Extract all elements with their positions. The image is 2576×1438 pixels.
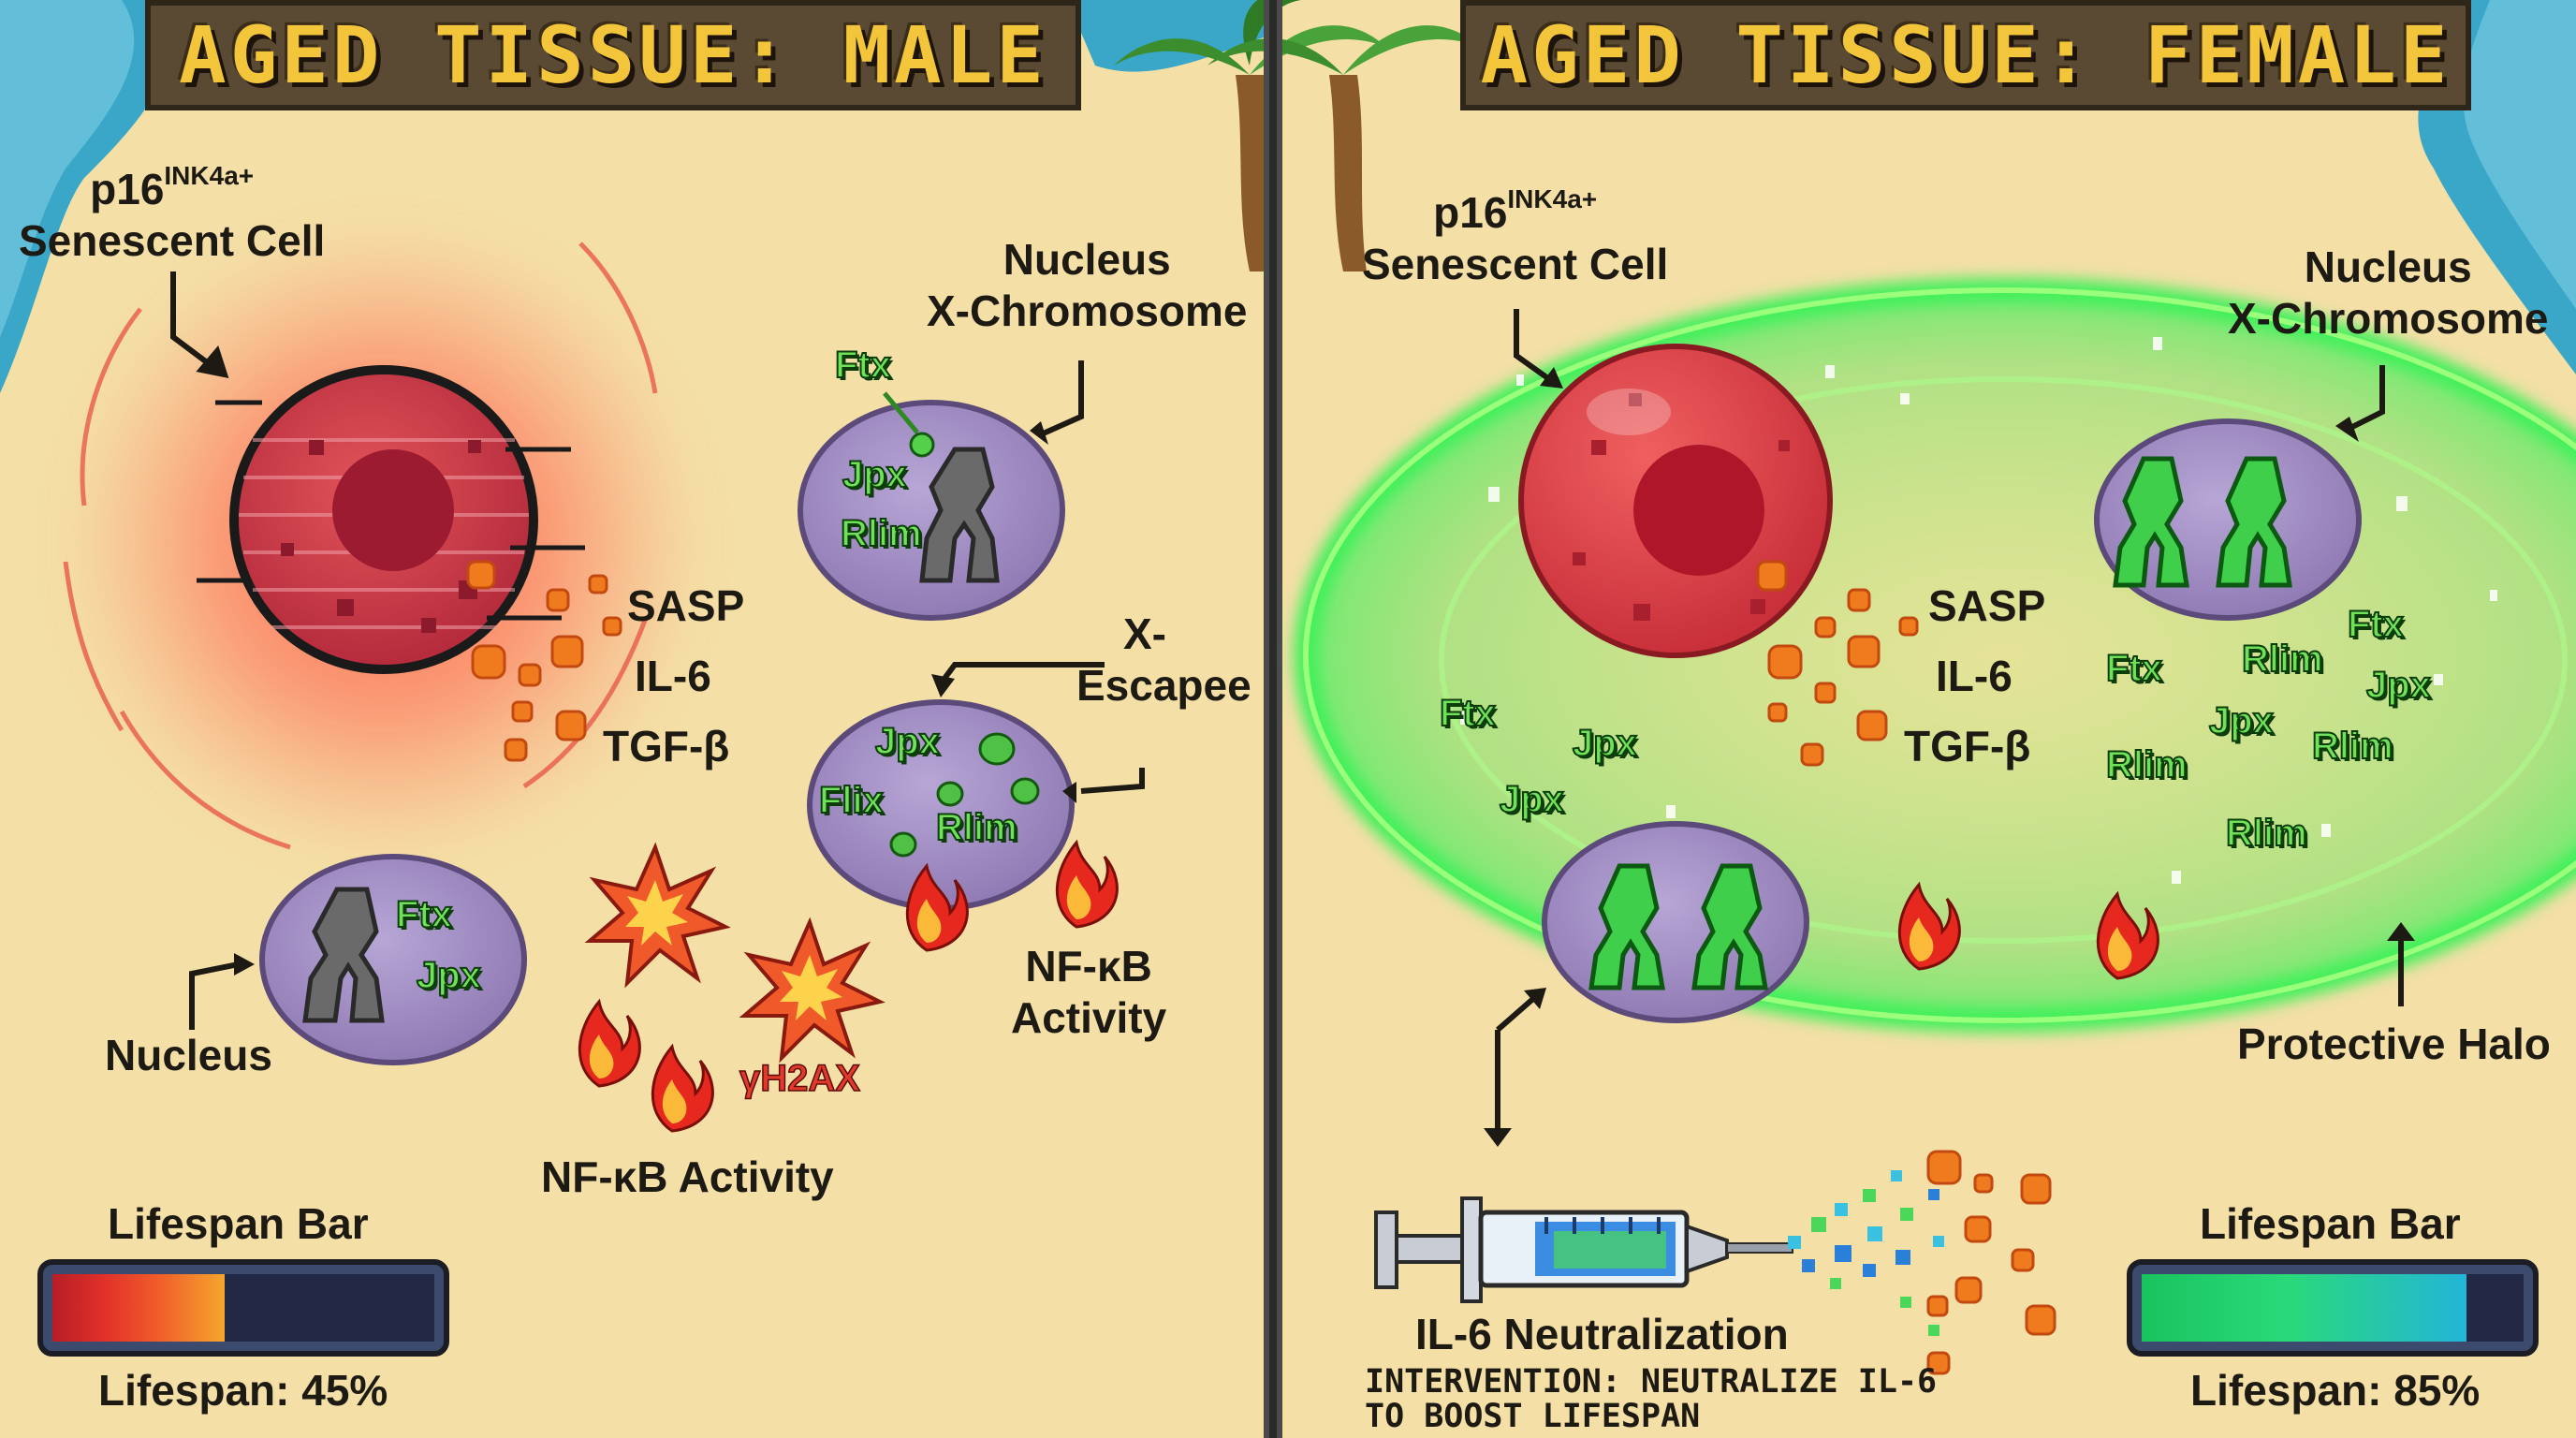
male-escapee-label: X- Escapee <box>1076 609 1251 712</box>
intervention-note: INTERVENTION: NEUTRALIZE IL-6 TO BOOST L… <box>1365 1365 1937 1434</box>
male-lifespan-bar-label: Lifespan Bar <box>108 1199 369 1248</box>
senescent-label-sup: INK4a+ <box>1507 184 1598 213</box>
female-senescent-label: p16INK4a+ Senescent Cell <box>1362 184 1669 290</box>
halo-gene-label: Ftx <box>2347 603 2405 646</box>
female-title-banner: AGED TISSUE: FEMALE <box>1460 0 2471 110</box>
sasp-particles-male <box>466 560 622 762</box>
tgfb-label: TGF-β <box>1904 721 2031 770</box>
nucleus-label-line1: Nucleus <box>2304 242 2472 291</box>
female-lifespan-track <box>2142 1274 2524 1342</box>
intervention-note-line2: TO BOOST LIFESPAN <box>1365 1397 1701 1435</box>
halo-gene-label: Jpx <box>1572 722 1638 765</box>
sasp-particles-female <box>1756 560 1919 767</box>
senescent-label-line2: Senescent Cell <box>19 216 326 266</box>
halo-gene-label: Rlim <box>2311 725 2394 768</box>
senescent-label-sup: INK4a+ <box>164 161 255 190</box>
nfkb-label-line1: NF-κB <box>1025 942 1152 990</box>
male-title: AGED TISSUE: MALE <box>179 9 1047 101</box>
flame-icon-2 <box>651 1043 714 1133</box>
gene-label: Flix <box>818 779 885 822</box>
male-nfkb-right-label: NF-κB Activity <box>1011 941 1166 1044</box>
gene-label: Rlim <box>840 512 923 555</box>
senescent-nucleus-male <box>332 449 454 571</box>
nucleus-label-line2: X-Chromosome <box>927 286 1248 336</box>
male-lifespan-bar <box>37 1259 449 1357</box>
halo-gene-label: Jpx <box>2365 664 2432 707</box>
gene-label: Ftx <box>834 344 892 387</box>
gene-label: Jpx <box>842 453 908 496</box>
xx-chromosome-top-female <box>2113 456 2292 588</box>
dna-damage-burst-1 <box>584 842 731 989</box>
nucleus-bottom-male <box>259 854 527 1065</box>
male-lifespan-fill <box>52 1274 225 1342</box>
male-sasp-list: SASP IL-6 TGF-β <box>603 571 745 782</box>
x-chromosome-male <box>919 447 1000 583</box>
senescent-label-line2: Senescent Cell <box>1362 240 1669 289</box>
escapee-label-line2: Escapee <box>1076 661 1251 711</box>
senescent-label-p16: p16 <box>1433 188 1508 237</box>
nucleus-label-line2: X-Chromosome <box>2228 294 2549 344</box>
x-chromosome-bottom-male <box>302 887 385 1023</box>
neutralized-il6-particles <box>1926 1150 2056 1375</box>
xx-chromosome-bottom-female <box>1588 863 1768 990</box>
gamma-h2ax-label: γH2AX <box>739 1057 860 1100</box>
protective-halo-label: Protective Halo <box>2237 1020 2551 1068</box>
gene-label: Rlim <box>935 806 1018 849</box>
halo-gene-label: Jpx <box>1499 778 1565 821</box>
halo-sparkles <box>1460 337 2497 884</box>
female-lifespan-bar <box>2127 1259 2539 1357</box>
male-lifespan-text: Lifespan: 45% <box>98 1366 388 1415</box>
flame-icon-3 <box>905 862 969 952</box>
female-sasp-list: SASP IL-6 TGF-β <box>1904 571 2046 782</box>
escapee-label-line1: X- <box>1123 609 1166 658</box>
flame-icon-4 <box>1055 839 1119 929</box>
flame-icon-1 <box>578 998 641 1088</box>
female-lifespan-fill <box>2142 1274 2466 1342</box>
gene-label: Jpx <box>416 954 482 997</box>
female-title: AGED TISSUE: FEMALE <box>1480 9 2452 101</box>
flame-icon-6 <box>2096 890 2159 980</box>
sasp-label: SASP <box>627 581 745 630</box>
dna-damage-burst-2 <box>739 917 886 1064</box>
female-lifespan-bar-label: Lifespan Bar <box>2200 1199 2461 1248</box>
sasp-label: SASP <box>1928 581 2046 630</box>
tgfb-label: TGF-β <box>603 721 730 770</box>
halo-gene-label: Rlim <box>2105 743 2188 786</box>
male-lifespan-track <box>52 1274 434 1342</box>
gene-label: Ftx <box>395 893 453 936</box>
halo-gene-label: Ftx <box>2105 647 2163 690</box>
male-title-banner: AGED TISSUE: MALE <box>145 0 1081 110</box>
flame-icon-5 <box>1897 881 1961 971</box>
il6-label: IL-6 <box>635 651 711 700</box>
intervention-label: IL-6 Neutralization <box>1415 1310 1789 1358</box>
male-nucleus2-label: Nucleus <box>105 1031 272 1079</box>
halo-gene-label: Jpx <box>2208 699 2275 742</box>
halo-gene-label: Ftx <box>1439 692 1497 735</box>
intervention-note-line1: INTERVENTION: NEUTRALIZE IL-6 <box>1365 1363 1938 1401</box>
syringe-icon <box>1374 1196 1793 1303</box>
male-nucleus-label: Nucleus X-Chromosome <box>927 234 1247 337</box>
halo-gene-label: Rlim <box>2241 638 2324 681</box>
gene-label: Jpx <box>874 720 941 763</box>
female-nucleus-label: Nucleus X-Chromosome <box>2228 242 2548 345</box>
shockwave-rings <box>63 242 658 850</box>
female-lifespan-text: Lifespan: 85% <box>2190 1366 2481 1415</box>
senescent-nucleus-female <box>1633 445 1764 576</box>
halo-gene-label: Rlim <box>2225 812 2308 855</box>
nucleus-label-line1: Nucleus <box>1003 235 1171 284</box>
arrow-senescent-male <box>170 271 229 378</box>
nucleus-xx-bottom-female <box>1542 821 1809 1023</box>
male-nfkb-bottom-label: NF-κB Activity <box>541 1152 834 1201</box>
il6-label: IL-6 <box>1936 651 2012 700</box>
palm-tree-right <box>1208 25 1479 271</box>
spray-particles <box>1788 1170 1944 1336</box>
nfkb-label-line2: Activity <box>1011 993 1167 1043</box>
nucleus-x-male <box>798 400 1065 621</box>
senescent-label-p16: p16 <box>90 165 165 213</box>
male-senescent-label: p16INK4a+ Senescent Cell <box>19 161 326 267</box>
